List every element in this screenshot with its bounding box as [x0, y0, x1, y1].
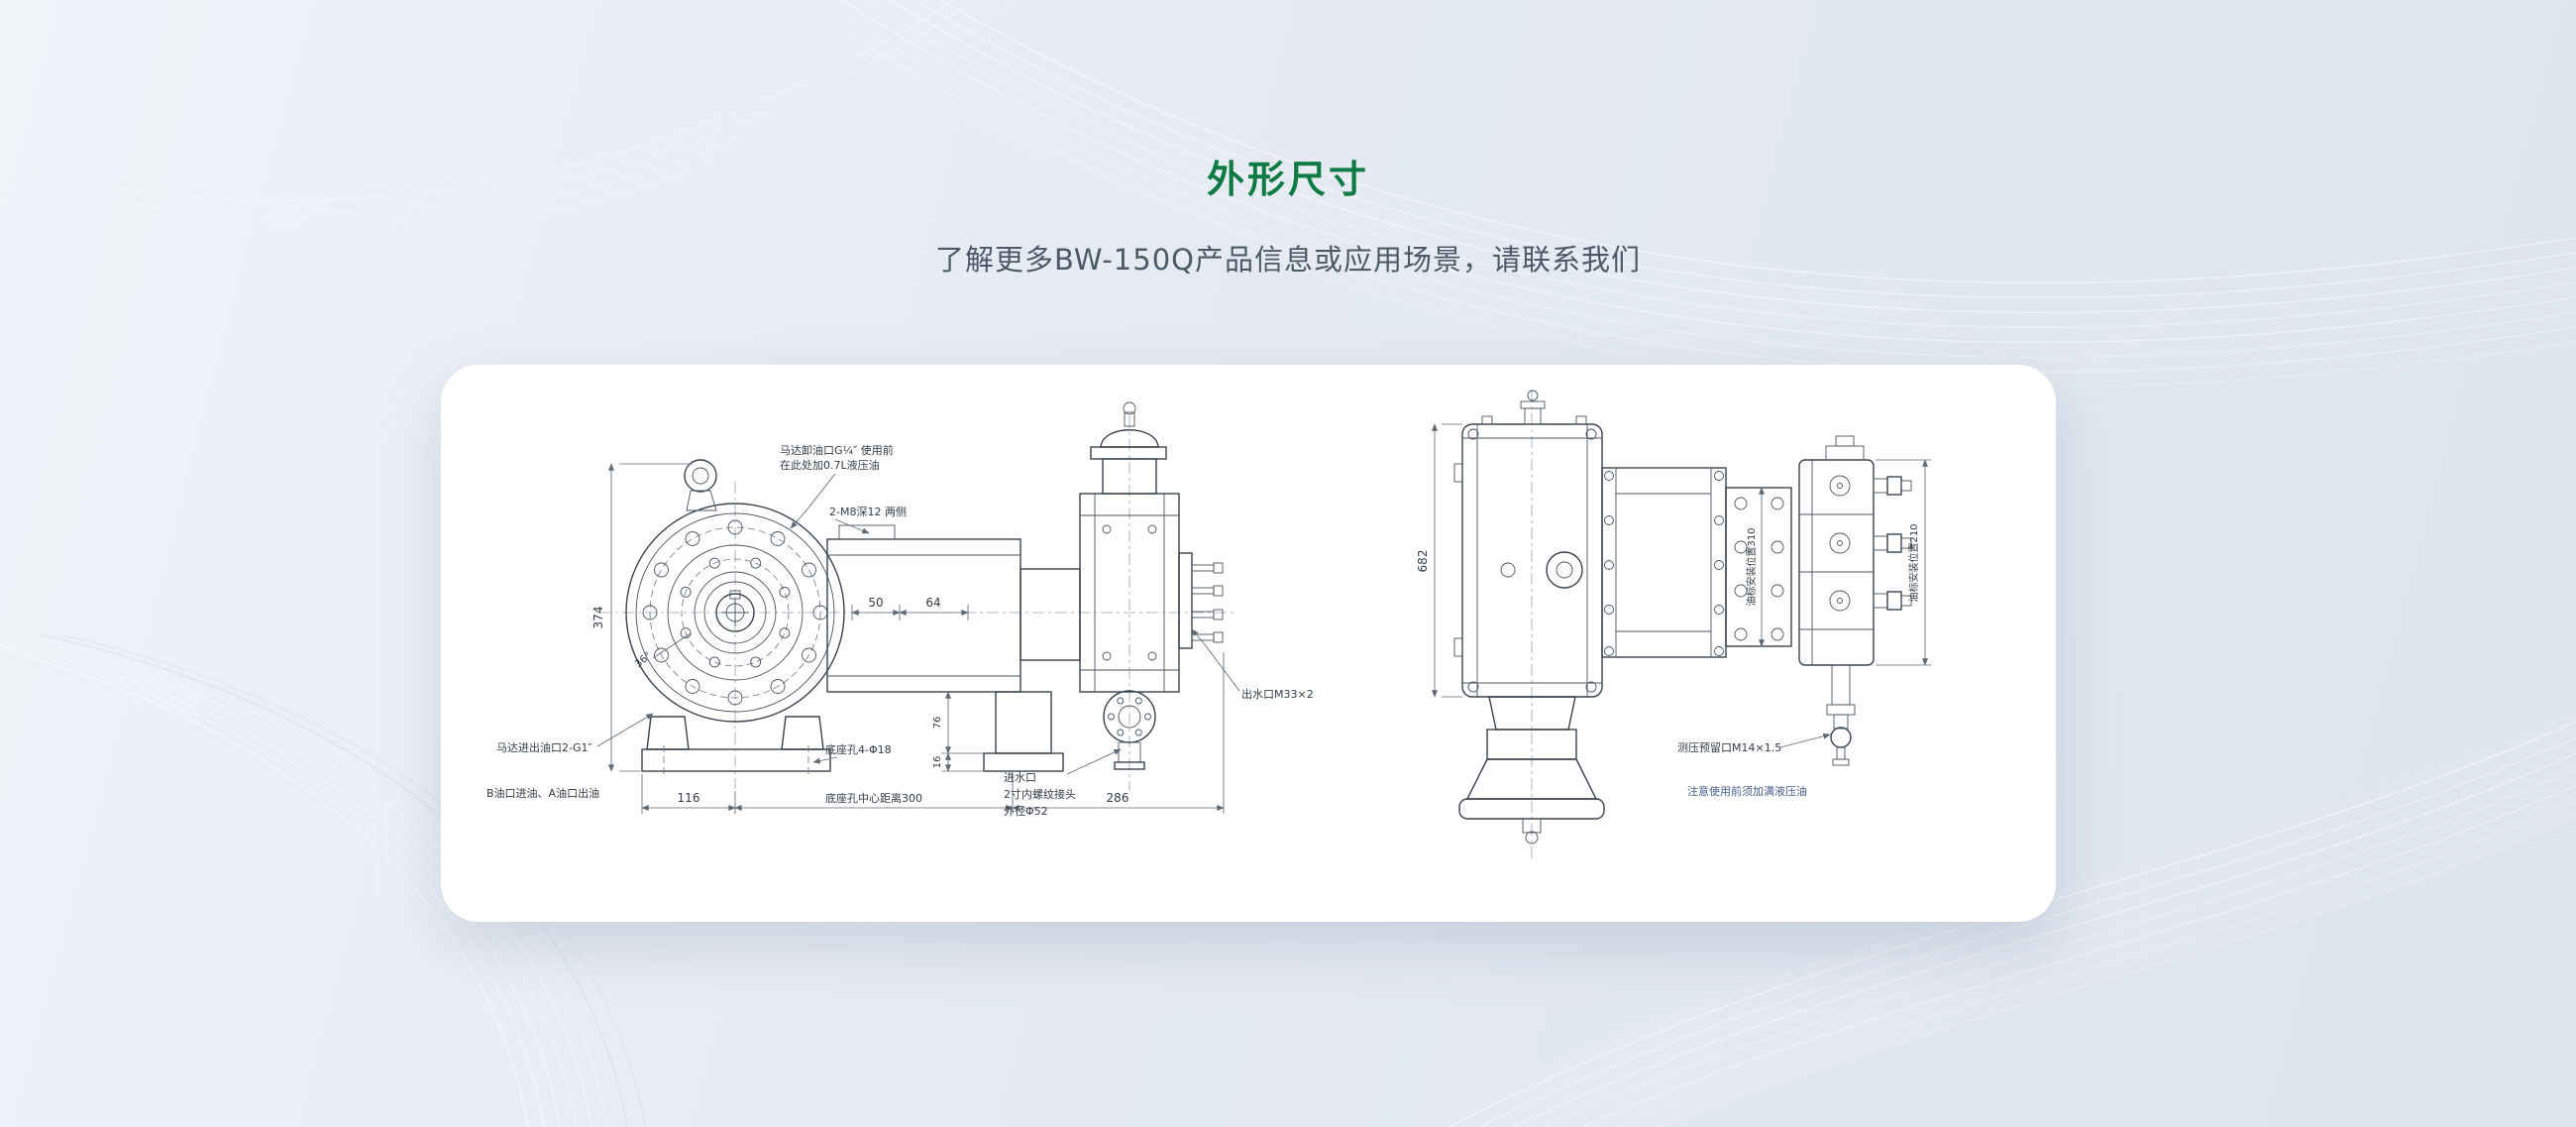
frame-plates — [1601, 467, 1727, 658]
dim-76-label: 76 — [932, 717, 943, 730]
pump-frame — [826, 524, 1081, 693]
side-view-drawing: 682 油标安装位置310 油标安装位置210 测压预留口M14×1.5 注意使… — [1416, 390, 1931, 858]
crankcase-body — [1453, 390, 1603, 698]
angle-36-label: 36° — [633, 650, 654, 670]
front-view-labels: 马达卸油口G¼″ 使用前 在此处加0.7L液压油 2-M8深12 两侧 出水口M… — [486, 443, 1314, 818]
label-base-holes: 底座孔4-Φ18 — [825, 742, 892, 756]
pump-housing-front — [625, 503, 845, 723]
drawing-card: 374 36° 50 64 — [441, 365, 2056, 922]
dimension-drawing: 374 36° 50 64 — [486, 390, 1931, 858]
valve-block — [1798, 435, 1912, 766]
label-water-inlet-line3: 外径Φ52 — [1004, 805, 1048, 818]
label-pressure-port: 测压预留口M14×1.5 — [1677, 741, 1781, 754]
side-view-dimensions: 682 油标安装位置310 油标安装位置210 — [1416, 423, 1931, 698]
label-motor-drain-line1: 马达卸油口G¼″ 使用前 — [780, 443, 894, 457]
dim-50-label: 50 — [868, 596, 883, 610]
discharge-flange — [1178, 552, 1224, 649]
dim-oil-gauge-310-label: 油标安装位置310 — [1745, 527, 1758, 606]
side-view-labels: 测压预留口M14×1.5 注意使用前须加满液压油 — [1677, 733, 1831, 798]
page-subtitle: 了解更多BW-150Q产品信息或应用场景，请联系我们 — [934, 243, 1641, 277]
top-valve-assembly — [1090, 401, 1167, 495]
lifting-eye — [684, 459, 717, 511]
label-tapped-holes: 2-M8深12 两侧 — [829, 506, 907, 518]
dim-682-label: 682 — [1416, 550, 1430, 573]
label-water-outlet: 出水口M33×2 — [1241, 687, 1314, 701]
dim-374-label: 374 — [591, 607, 605, 629]
label-water-inlet-line2: 2寸内螺纹接头 — [1004, 787, 1076, 801]
pressure-port-valve — [1826, 664, 1856, 766]
stay-bolt-section — [1725, 487, 1792, 647]
pedestal — [1458, 696, 1605, 845]
front-view-drawing: 374 36° 50 64 — [486, 401, 1314, 818]
breather-cap — [1520, 390, 1546, 425]
label-oil-flow-note: B油口进油、A油口出油 — [486, 786, 599, 800]
dim-base-span-label: 底座孔中心距离300 — [825, 791, 922, 805]
dim-286-label: 286 — [1107, 791, 1129, 805]
dim-116-label: 116 — [678, 791, 700, 805]
label-motor-oil-ports: 马达进出油口2-G1″ — [496, 740, 592, 754]
label-motor-drain-line2: 在此处加0.7L液压油 — [780, 458, 880, 472]
dim-64-label: 64 — [925, 596, 940, 610]
label-fill-oil-note: 注意使用前须加满液压油 — [1687, 784, 1807, 798]
page-title: 外形尺寸 — [1206, 158, 1369, 201]
label-water-inlet-line1: 进水口 — [1004, 771, 1036, 784]
dim-16-label: 16 — [932, 756, 943, 769]
suction-port — [1103, 690, 1156, 770]
base-assembly — [641, 691, 1064, 775]
dim-oil-gauge-210-label: 油标安装位置210 — [1907, 523, 1920, 602]
front-view-dimensions: 374 36° 50 64 — [591, 463, 1225, 814]
page-header: 外形尺寸 了解更多BW-150Q产品信息或应用场景，请联系我们 — [0, 149, 2576, 279]
fluid-end — [1079, 401, 1224, 770]
